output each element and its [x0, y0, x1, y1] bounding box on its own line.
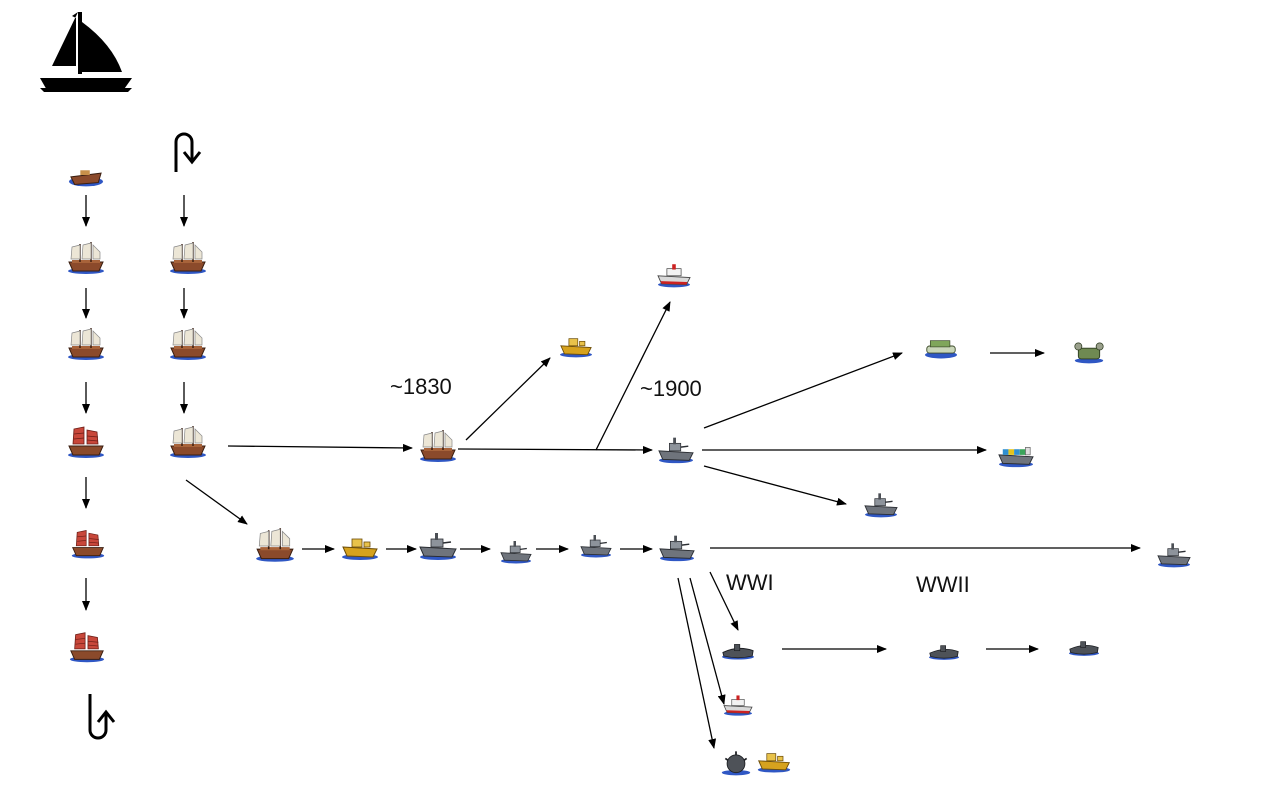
- steamer-icon: [419, 429, 457, 463]
- frigate-icon: [255, 527, 295, 563]
- era-label-1900: ~1900: [640, 376, 702, 401]
- era-label-ww2: WWII: [916, 572, 970, 597]
- transport-icon: [723, 694, 753, 717]
- galleon-icon: [169, 425, 207, 459]
- minelayer-icon: [757, 753, 791, 773]
- caravel-red-icon: [69, 632, 105, 663]
- arrow: [465, 357, 551, 441]
- ship-nodes: [67, 169, 1191, 777]
- era-label-ww1: WWI: [726, 570, 774, 595]
- ww2-submarine-icon: [928, 645, 960, 661]
- carrier-icon: [864, 492, 898, 519]
- arrow: [677, 577, 717, 749]
- arrow: [595, 301, 671, 451]
- modern-destroyer-icon: [1157, 542, 1191, 569]
- paddle-steamer-icon: [419, 532, 457, 561]
- raft-icon: [68, 169, 104, 187]
- curved-arrow-right-down-icon: [174, 132, 202, 172]
- naval-mine-icon: [720, 750, 752, 777]
- connection-arrows: [82, 195, 1141, 749]
- container-ship-icon: [998, 446, 1034, 468]
- hovercraft-icon: [924, 340, 958, 359]
- battleship-icon: [659, 534, 695, 562]
- arrow: [703, 352, 903, 429]
- arrow: [709, 571, 739, 631]
- yellow-steamer-icon: [559, 338, 593, 358]
- modern-submarine-icon: [1068, 641, 1100, 657]
- carrack-red-icon: [71, 530, 105, 559]
- galley-icon: [67, 241, 105, 275]
- arrow: [703, 465, 847, 506]
- arrow: [689, 577, 726, 705]
- dromon-icon: [67, 327, 105, 361]
- ship-of-the-line-icon: [341, 538, 379, 561]
- sailboat-sprite-icon: [169, 241, 207, 275]
- era-label-1830: ~1830: [390, 374, 452, 399]
- arrow: [457, 445, 653, 454]
- futuristic-craft-icon: [1074, 342, 1104, 364]
- arrow: [185, 479, 248, 525]
- ww1-submarine-icon: [721, 643, 755, 661]
- ironclad-icon: [658, 436, 694, 464]
- curved-arrow-up-icon: [88, 694, 116, 740]
- junk-icon: [67, 426, 105, 459]
- destroyer-icon: [500, 540, 532, 565]
- liner-icon: [657, 263, 691, 288]
- sailboat-icon: [40, 12, 132, 92]
- cruiser-icon: [580, 534, 612, 559]
- arrow: [227, 443, 413, 452]
- cog-icon: [169, 327, 207, 361]
